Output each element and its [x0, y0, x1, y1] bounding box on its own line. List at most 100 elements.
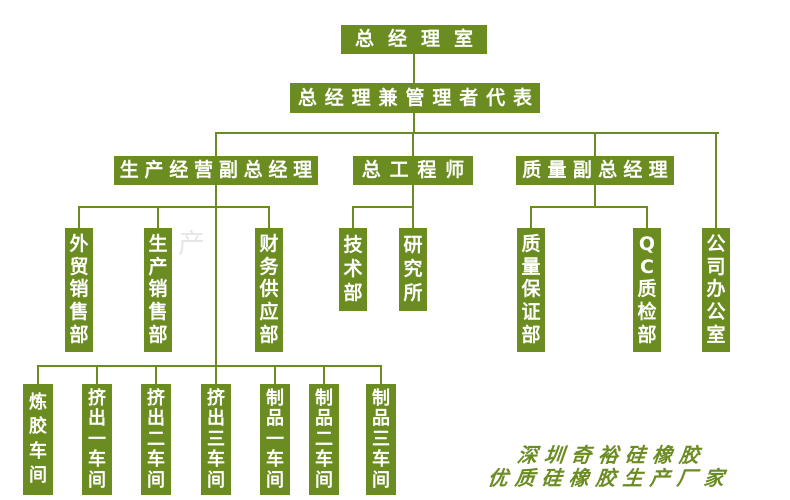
company-signature: 深圳奇裕硅橡胶 优质硅橡胶生产厂家 — [486, 443, 735, 490]
char: 供 — [259, 278, 279, 301]
char: 务 — [259, 255, 279, 278]
connector-drop-workshop-2 — [96, 365, 98, 384]
char: 车 — [315, 449, 333, 470]
char: 质 — [637, 278, 657, 301]
node-production-sales-dept: 生产销售部 — [144, 228, 172, 352]
connector-drop-chief-engineer — [412, 132, 414, 156]
company-tagline-text: 优质硅橡胶生产厂家 — [486, 466, 733, 490]
node-research-institute: 研究所 — [399, 228, 427, 311]
connector-drop-production-sales — [157, 206, 159, 228]
connector-drop-workshop-6 — [323, 365, 325, 384]
char: 室 — [706, 324, 726, 347]
char: 质 — [521, 232, 541, 255]
char: 部 — [343, 282, 363, 304]
char: 车 — [207, 449, 225, 470]
char: 产 — [144, 159, 164, 181]
char: 三 — [372, 428, 390, 450]
char: 销 — [148, 278, 168, 301]
char: 工 — [389, 159, 409, 181]
char: 量 — [521, 255, 541, 278]
char: 质 — [522, 159, 542, 181]
char: 挤 — [88, 387, 106, 409]
connector-drop-finance-supply — [268, 206, 270, 228]
connector-prod-trunk — [215, 185, 217, 366]
char: 二 — [315, 428, 333, 450]
connector-drop-workshop-7 — [380, 365, 382, 384]
connector-drop-workshop-4 — [215, 365, 217, 384]
connector-drop-qc-dept — [646, 206, 648, 228]
char: 营 — [194, 159, 214, 181]
connector-main-horizontal — [216, 132, 719, 134]
connector-chief-horizontal — [352, 206, 414, 208]
char: 生 — [119, 159, 139, 181]
char: 部 — [637, 324, 657, 347]
char: 量 — [547, 159, 567, 181]
char: 三 — [207, 428, 225, 450]
node-general-manager-office: 总经理室 — [341, 25, 487, 54]
char: 间 — [315, 469, 333, 491]
node-foreign-trade-sales-dept: 外贸销售部 — [65, 228, 93, 352]
node-finance-supply-dept: 财务供应部 — [255, 228, 283, 352]
node-extrusion-workshop-1: 挤出一车间 — [82, 384, 112, 495]
char: 者 — [459, 86, 479, 109]
char: 办 — [706, 278, 726, 301]
background-watermark: 产 — [178, 229, 205, 260]
char: 表 — [513, 86, 533, 109]
char: 部 — [259, 324, 279, 347]
char: 究 — [403, 258, 423, 280]
char: 二 — [147, 428, 165, 450]
char: 炼 — [29, 391, 47, 413]
char: 总 — [361, 159, 381, 181]
node-chief-engineer: 总工程师 — [353, 156, 473, 185]
char: 所 — [403, 282, 423, 304]
char: 经 — [623, 159, 643, 181]
char: 副 — [572, 159, 592, 181]
char: 理 — [293, 159, 313, 181]
char: 经 — [324, 86, 344, 109]
char: 保 — [521, 278, 541, 301]
char: 部 — [148, 324, 168, 347]
char: 制 — [315, 387, 333, 409]
connector-drop-qa-dept — [530, 206, 532, 228]
connector-drop-company-office — [715, 132, 717, 228]
char: 出 — [207, 408, 225, 429]
char: 总 — [354, 28, 374, 50]
char: 品 — [315, 408, 333, 429]
char: 公 — [706, 232, 726, 255]
char: 总 — [598, 159, 618, 181]
char: 副 — [218, 159, 238, 181]
connector-drop-workshop-3 — [155, 365, 157, 384]
char: 间 — [372, 469, 390, 491]
node-rubber-mixing-workshop: 炼胶车间 — [23, 384, 53, 495]
char: 制 — [266, 387, 284, 409]
char: 车 — [29, 440, 47, 462]
connector-drop-quality-vp — [594, 132, 596, 156]
char: 外 — [69, 232, 89, 255]
char: 理 — [351, 86, 371, 109]
connector-quality-trunk — [594, 184, 596, 207]
char: 室 — [453, 28, 473, 50]
char: 车 — [88, 449, 106, 470]
char: 挤 — [207, 387, 225, 409]
char: 部 — [521, 324, 541, 347]
char: 品 — [266, 408, 284, 429]
char: 总 — [243, 159, 263, 181]
node-production-operations-deputy-gm: 生产经营副总经理 — [114, 156, 318, 185]
char: 管 — [405, 86, 425, 109]
char: 应 — [259, 301, 279, 324]
char: 挤 — [147, 387, 165, 409]
char: Q — [638, 232, 656, 255]
char: 理 — [648, 159, 668, 181]
char: 师 — [445, 159, 465, 181]
char: 间 — [207, 469, 225, 491]
char: 兼 — [378, 86, 398, 109]
char: 公 — [706, 301, 726, 324]
char: 理 — [432, 86, 452, 109]
char: 代 — [486, 86, 506, 109]
char: 司 — [706, 255, 726, 278]
char: 出 — [147, 408, 165, 429]
char: 售 — [148, 301, 168, 324]
char: C — [640, 255, 654, 278]
connector-workshops-horizontal — [37, 365, 382, 367]
